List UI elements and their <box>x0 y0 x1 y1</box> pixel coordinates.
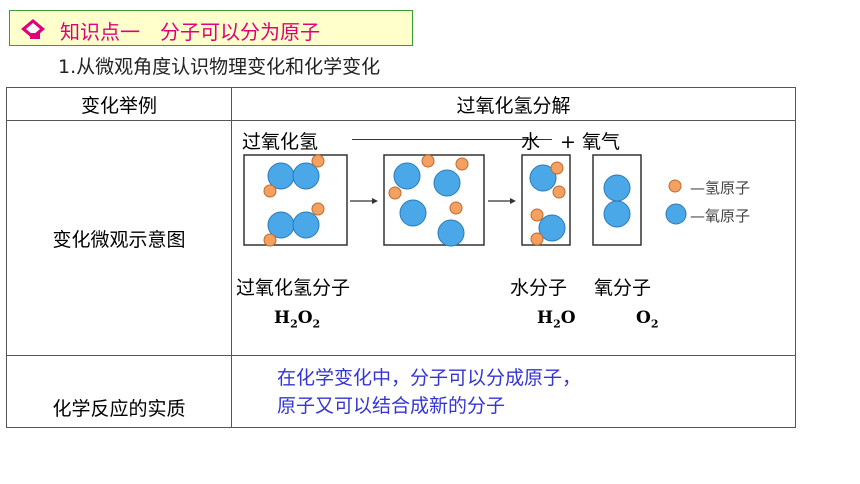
section-title-box: 知识点一 分子可以分为原子 <box>9 10 413 46</box>
hydrogen-atom <box>263 233 277 247</box>
h2o-molecule-name: 水分子 <box>510 277 568 299</box>
hydrogen-atom <box>552 185 566 199</box>
col-header-example: 变化举例 <box>6 87 232 121</box>
legend-oxygen-icon <box>665 203 687 225</box>
oxygen-atom <box>399 199 427 227</box>
reactant-label: 过氧化氢 <box>242 131 319 153</box>
comparison-table: 变化举例 过氧化氢分解 变化微观示意图 过氧化氢 水 + 氧气 <box>6 87 796 428</box>
essence-cell: 在化学变化中，分子可以分成原子， 原子又可以结合成新的分子 <box>231 355 796 428</box>
product-water-label: 水 <box>521 131 541 153</box>
hydrogen-atom <box>449 201 463 215</box>
oxygen-atom <box>433 169 461 197</box>
hydrogen-atom <box>455 157 469 171</box>
legend-oxygen: —氧原子 <box>690 207 751 225</box>
hydrogen-atom <box>550 161 564 175</box>
diagram-cell: 过氧化氢 水 + 氧气 <box>231 120 796 356</box>
arrow-head-icon <box>372 198 378 204</box>
pencil-marker-icon <box>21 19 45 39</box>
essence-line-1: 在化学变化中，分子可以分成原子， <box>277 366 582 389</box>
subtitle: 1.从微观角度认识物理变化和化学变化 <box>58 56 381 78</box>
h2o-formula: H2O <box>537 308 576 331</box>
molecule-diagram <box>243 154 687 247</box>
col-header-decomposition: 过氧化氢分解 <box>231 87 796 121</box>
row-label-essence: 化学反应的实质 <box>6 355 232 428</box>
h2o2-molecule-name: 过氧化氢分子 <box>236 277 351 299</box>
hydrogen-atom <box>530 208 544 222</box>
hydrogen-atom <box>311 202 325 216</box>
legend-hydrogen-icon <box>668 179 682 193</box>
oxygen-atom <box>437 219 465 247</box>
o2-molecule-name: 氧分子 <box>594 277 652 299</box>
hydrogen-atom <box>421 154 435 168</box>
oxygen-atom <box>603 174 631 202</box>
oxygen-atom <box>393 162 421 190</box>
legend-hydrogen: —氢原子 <box>690 179 751 197</box>
oxygen-atom <box>538 214 566 242</box>
hydrogen-atom <box>263 184 277 198</box>
h2o2-formula: H2O2 <box>274 308 321 331</box>
oxygen-atom <box>292 162 320 190</box>
hydrogen-atom <box>388 186 402 200</box>
reaction-arrow-line <box>352 139 552 140</box>
hydrogen-atom <box>530 232 544 246</box>
oxygen-atom <box>292 211 320 239</box>
hydrogen-atom <box>311 154 325 168</box>
product-oxygen-label: + 氧气 <box>560 131 620 153</box>
row-label-diagram: 变化微观示意图 <box>6 120 232 356</box>
section-title: 知识点一 分子可以分为原子 <box>60 20 320 44</box>
arrow-head-icon <box>510 198 516 204</box>
o2-formula: O2 <box>636 308 659 331</box>
oxygen-atom <box>529 164 557 192</box>
oxygen-atom <box>603 200 631 228</box>
essence-line-2: 原子又可以结合成新的分子 <box>277 394 506 417</box>
